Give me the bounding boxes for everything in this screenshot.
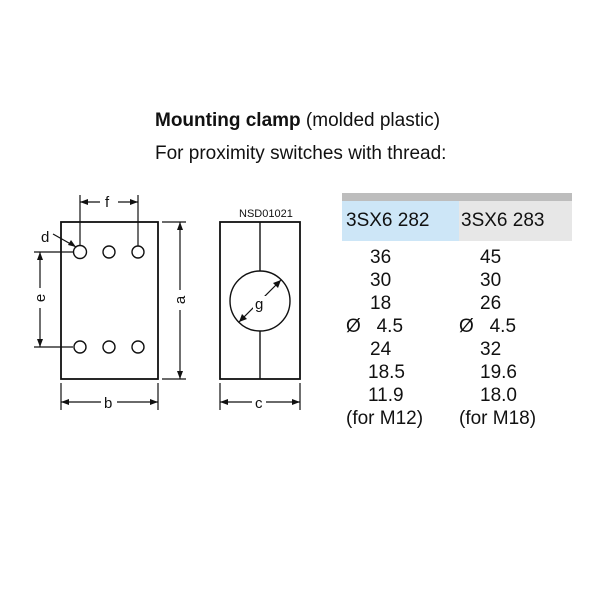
table-cell: 18.0	[480, 385, 517, 406]
table-cell: 30	[480, 270, 502, 291]
subtitle: For proximity switches with thread:	[155, 143, 447, 164]
title-material: (molded plastic)	[300, 110, 441, 131]
table-top-rule	[342, 193, 572, 201]
title-product-name: Mounting clamp	[155, 110, 301, 131]
table-cell: 36	[370, 247, 392, 268]
dimension-f-label: f	[105, 194, 110, 211]
dimension-e	[34, 251, 73, 348]
drawing-code: NSD01021	[239, 208, 293, 220]
dimension-e-label: e	[32, 294, 49, 302]
table-cell: 45	[480, 247, 502, 268]
mounting-hole	[102, 245, 116, 259]
table-row: 36 45	[342, 246, 572, 269]
table-cell: 32	[480, 339, 502, 360]
dimension-g-label: g	[255, 296, 263, 313]
table-cell: (for M12)	[346, 408, 424, 429]
dimension-table-header: 3SX6 282 3SX6 283	[342, 193, 572, 241]
front-view-outline	[60, 221, 159, 380]
dimension-table-body: 36 45 30 30 18 26 Ø 4.5 Ø 4.5 24 32 18.5…	[342, 246, 572, 430]
side-view	[219, 221, 301, 380]
dimension-a-label: a	[172, 295, 189, 304]
dimension-b	[60, 383, 159, 410]
table-row: (for M12) (for M18)	[342, 407, 572, 430]
table-row: 18 26	[342, 292, 572, 315]
column-header-3sx6-283: 3SX6 283	[459, 201, 572, 241]
table-cell: 19.6	[480, 362, 517, 383]
mounting-hole	[72, 244, 88, 260]
mounting-hole	[73, 340, 87, 354]
mounting-hole	[131, 245, 145, 259]
mounting-hole	[131, 340, 145, 354]
dimension-f	[79, 195, 139, 246]
dimension-a	[162, 221, 186, 380]
dimension-c-label: c	[255, 395, 263, 412]
thread-bore	[229, 270, 291, 332]
dimension-b-label: b	[104, 395, 112, 412]
table-cell: Ø 4.5	[459, 316, 517, 337]
front-view	[60, 221, 159, 380]
title: Mounting clamp (molded plastic)	[155, 110, 440, 132]
table-cell: 26	[480, 293, 502, 314]
table-cell: 18	[370, 293, 392, 314]
table-cell: 11.9	[368, 385, 404, 406]
table-row: 11.9 18.0	[342, 384, 572, 407]
table-cell: 18.5	[368, 362, 405, 383]
table-cell: 30	[370, 270, 392, 291]
dimension-d	[52, 233, 77, 248]
table-row: 24 32	[342, 338, 572, 361]
dimension-c	[219, 383, 301, 410]
table-cell: Ø 4.5	[346, 316, 404, 337]
table-row: Ø 4.5 Ø 4.5	[342, 315, 572, 338]
table-row: 18.5 19.6	[342, 361, 572, 384]
dimension-d-label: d	[41, 229, 49, 246]
table-cell: 24	[370, 339, 392, 360]
mounting-hole	[102, 340, 116, 354]
table-row: 30 30	[342, 269, 572, 292]
table-cell: (for M18)	[459, 408, 537, 429]
column-header-3sx6-282: 3SX6 282	[342, 201, 459, 241]
